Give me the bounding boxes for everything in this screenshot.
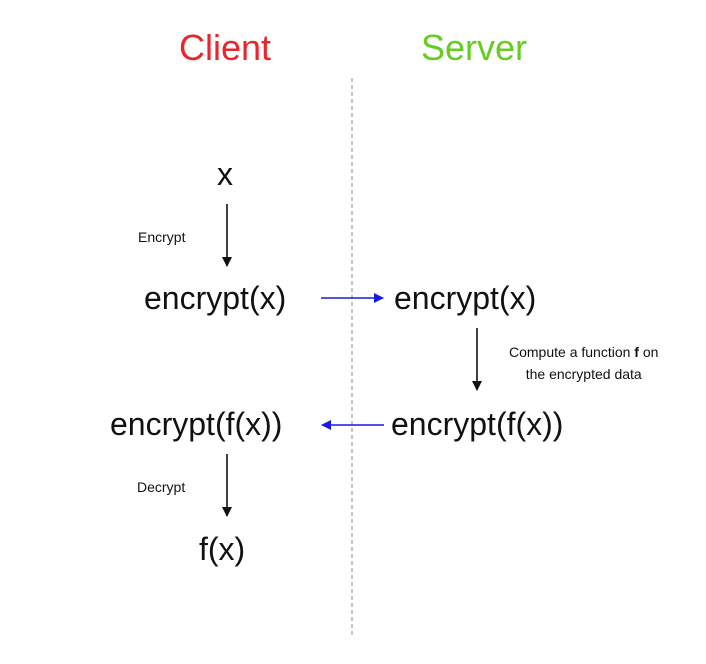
client-encrypted-fx: encrypt(f(x)) bbox=[110, 406, 283, 442]
server-encrypted-x: encrypt(x) bbox=[394, 280, 537, 316]
compute-line-1: Compute a function f on bbox=[509, 341, 658, 363]
compute-suffix: on bbox=[638, 344, 659, 360]
server-heading: Server bbox=[421, 27, 528, 68]
function-f: f bbox=[634, 344, 639, 360]
client-encrypted-x: encrypt(x) bbox=[144, 280, 287, 316]
encrypt-label: Encrypt bbox=[138, 229, 186, 245]
decrypt-label: Decrypt bbox=[137, 479, 186, 495]
client-heading: Client bbox=[179, 27, 272, 68]
compute-prefix: Compute a function bbox=[509, 344, 635, 360]
server-encrypted-fx: encrypt(f(x)) bbox=[391, 406, 564, 442]
compute-line-2: the encrypted data bbox=[525, 366, 642, 382]
compute-label: Compute a function f on the encrypted da… bbox=[509, 341, 658, 385]
plaintext-x: x bbox=[217, 156, 233, 192]
decrypted-fx: f(x) bbox=[199, 531, 246, 567]
